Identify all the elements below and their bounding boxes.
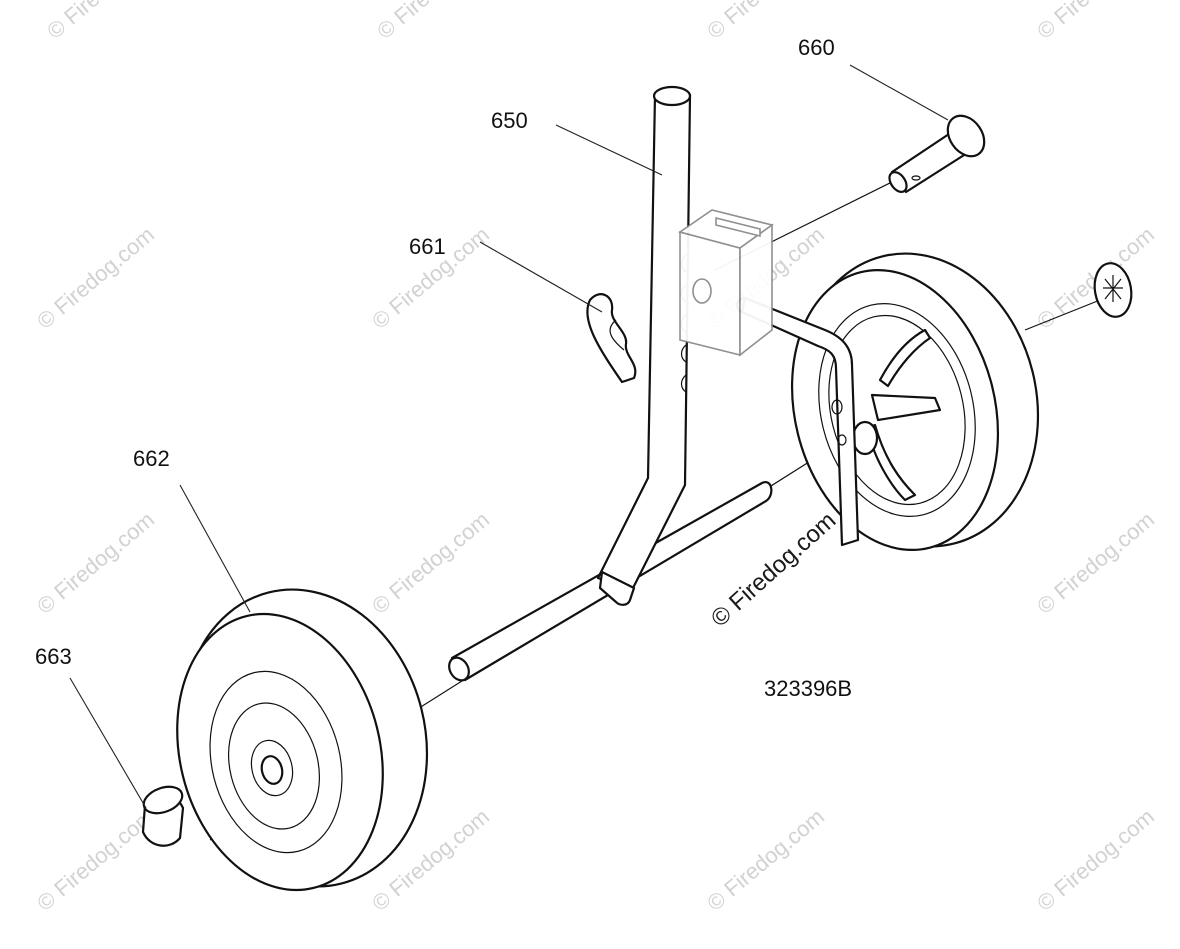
leader-line-650: [555, 124, 663, 176]
hairpin-clip: [586, 293, 637, 384]
clamp-block: [678, 209, 774, 357]
callout-663: 663: [35, 644, 72, 669]
watermark-tile: © Firedog.com: [1032, 804, 1159, 916]
watermark-tile: © Firedog.com: [42, 0, 169, 44]
callout-662: 662: [133, 446, 170, 471]
hitch-pin: [888, 114, 986, 194]
cap-centerline: [1024, 299, 1101, 331]
leader-line-660: [849, 64, 949, 121]
left-wheel: [176, 588, 429, 892]
leader-line-661: [479, 241, 603, 313]
callout-660: 660: [798, 35, 835, 60]
drawing-number: 323396B: [764, 676, 852, 701]
push-nut: [1093, 262, 1133, 318]
watermark-tile: © Firedog.com: [1032, 507, 1159, 619]
watermark-tile: © Firedog.com: [32, 804, 159, 916]
watermark-tile: © Firedog.com: [372, 0, 499, 44]
callout-650: 650: [491, 108, 528, 133]
watermark-tile: © Firedog.com: [32, 222, 159, 334]
callout-661: 661: [409, 234, 446, 259]
watermark-tile: © Firedog.com: [32, 507, 159, 619]
watermark-tile: © Firedog.com: [367, 507, 494, 619]
watermark-tile: © Firedog.com: [702, 804, 829, 916]
push-cap: [141, 785, 185, 847]
leader-line-663: [69, 677, 147, 809]
leader-line-662: [179, 484, 251, 613]
watermark-tile: © Firedog.com: [1032, 0, 1159, 44]
